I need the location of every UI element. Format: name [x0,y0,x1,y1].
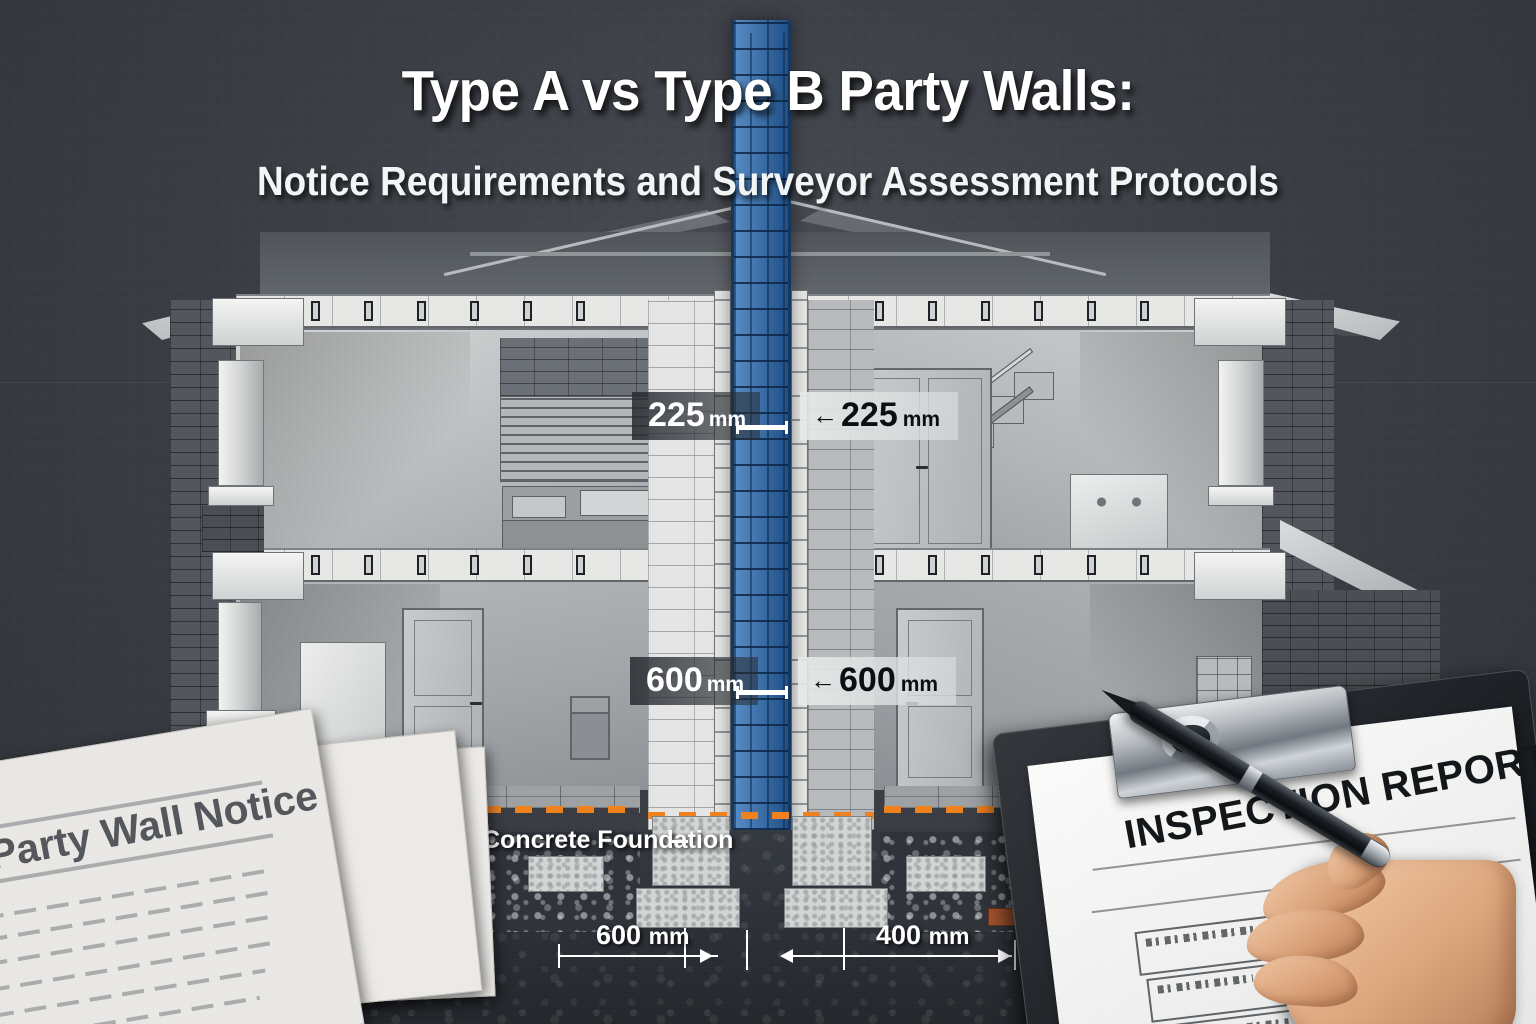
callout-225mm-left: 225 mm [632,392,761,440]
plinth-right-upper [1208,486,1274,506]
floor-band-upper-left [236,294,736,328]
callout-unit: mm [902,408,941,431]
page-subtitle: Notice Requirements and Surveyor Assessm… [257,158,1279,204]
callout-600mm-right: ← 600 mm [798,657,957,705]
base-dimension-tick [558,944,560,968]
door-panel-top [414,620,472,696]
joist [523,555,532,575]
joist [576,555,585,575]
joist [470,301,479,321]
french-door-leaf-right [928,378,982,544]
door-handle[interactable] [916,466,928,469]
page-title: Type A vs Type B Party Walls: [401,59,1135,123]
base-dimension-line-left [558,955,718,957]
chair-back [570,696,610,714]
joist [928,301,937,321]
base-dimension-value: 400 [876,920,922,950]
foundation-leader-line [672,840,688,843]
joist [981,555,990,575]
base-dimension-value: 600 [596,920,642,950]
callout-unit: mm [706,673,745,696]
callout-value: 600 [839,661,896,699]
base-dimension-line-right [790,955,1012,957]
joist [875,301,884,321]
plinth-left-upper [208,486,274,506]
joist [1034,301,1043,321]
callout-value: 225 [841,396,898,434]
joist [928,555,937,575]
joist [1140,555,1149,575]
joist [1034,555,1043,575]
door-handle[interactable] [470,702,482,705]
appliance-controls [1084,490,1154,514]
pilaster-left-upper [218,360,264,486]
foundation-block [652,816,730,886]
shelf-box [512,496,566,518]
measure-line-225 [736,421,788,434]
corbel-right-upper [1194,298,1286,346]
party-wall-block-right [808,300,874,830]
joist [417,301,426,321]
callout-225mm-right: ← 225 mm [800,392,959,440]
callout-arrow-icon: ← [812,400,838,430]
base-dimension-tick [1014,940,1016,970]
pilaster-right-upper [1218,360,1264,486]
callout-unit: mm [900,673,939,696]
foundation-block-outer-left [528,856,604,892]
foundation-block-outer-right [906,856,986,892]
door-panel-bottom [908,706,972,778]
joist [311,301,320,321]
foundation-block [792,816,872,886]
joist [1087,555,1096,575]
joist [417,555,426,575]
corbel-right-lower [1194,552,1286,600]
damp-proof-course-center [648,812,874,819]
room-upper-left-shadow [240,332,470,548]
foundation-footing [636,888,740,928]
joist [364,301,373,321]
base-dimension-arrow-right-end [998,949,1011,963]
stair-step [1014,372,1054,400]
hand-holding-pen [1097,683,1536,1024]
joist [1087,301,1096,321]
base-dimension-unit: mm [648,923,690,949]
joist [1140,301,1149,321]
joist [523,301,532,321]
callout-value: 600 [646,661,703,699]
internal-pier-left [202,506,264,552]
callout-value: 225 [648,396,705,434]
joist [364,555,373,575]
joist [981,301,990,321]
joist [875,555,884,575]
base-dimension-tick [684,928,686,968]
party-wall-pier-left [714,290,731,830]
pilaster-left-lower [218,602,262,712]
shelf-books [580,490,654,516]
foundation-footing [784,888,888,928]
corbel-left-lower [212,552,304,600]
base-dimension-label-left: 600 mm [596,920,689,951]
base-dimension-label-right: 400 mm [876,920,969,951]
measure-line-600 [736,686,788,699]
base-dimension-tick [843,928,845,970]
notice-rule [0,968,266,1024]
callout-arrow-icon: ← [810,665,836,695]
joist [311,555,320,575]
chair-lower-left [570,712,610,760]
joist [576,301,585,321]
party-wall-block-left [648,300,714,830]
corbel-left-upper [212,298,304,346]
party-wall-pier-right [791,290,808,830]
joist [470,555,479,575]
base-dimension-arrow-right [780,949,793,963]
base-dimension-unit: mm [928,923,970,949]
base-dimension-arrow-left [700,949,713,963]
foundation-label: Concrete Foundation [482,826,734,854]
base-dimension-tick [746,930,748,970]
